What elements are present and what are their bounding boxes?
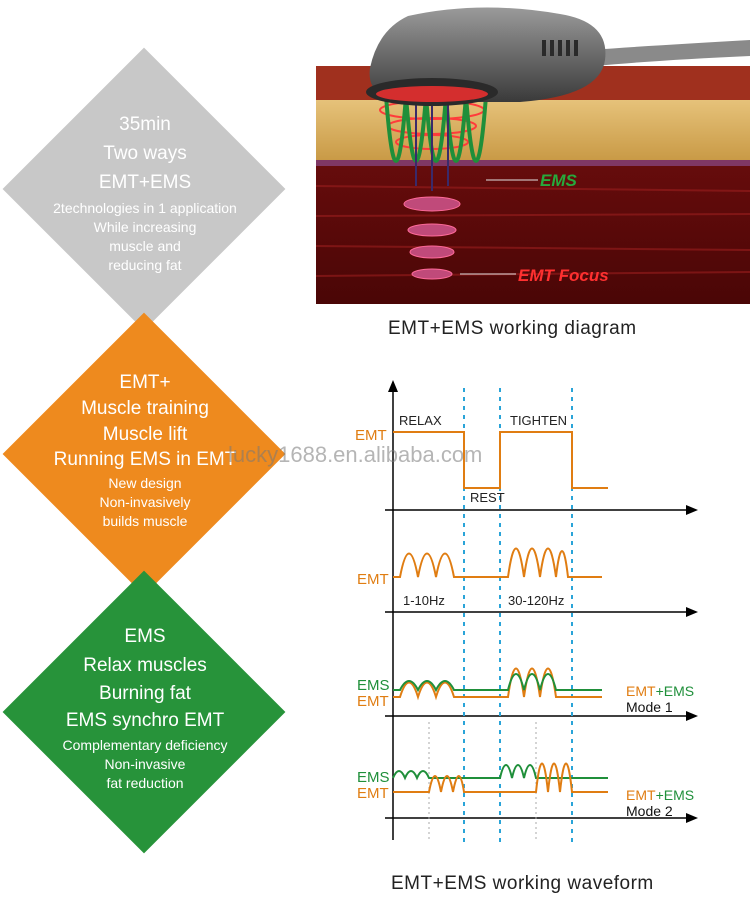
- mode2-ems-wave: [392, 764, 608, 781]
- freq-high-label: 30-120Hz: [508, 593, 564, 608]
- gray-line-7: reducing fat: [108, 256, 182, 273]
- orange-line-5: New design: [108, 475, 182, 492]
- green-line-5: Complementary deficiency: [62, 737, 228, 754]
- freq-low-label: 1-10Hz: [403, 593, 445, 608]
- emt-label-row3: EMT: [357, 693, 389, 710]
- emt-focus-label: EMT Focus: [518, 266, 609, 285]
- green-line-7: fat reduction: [106, 774, 184, 791]
- mode2-emt-wave: [393, 762, 608, 793]
- gray-line-2: Two ways: [103, 142, 187, 164]
- gray-line-1: 35min: [119, 114, 171, 135]
- gray-line-3: EMT+EMS: [98, 171, 192, 193]
- device-vents: [542, 40, 578, 56]
- green-line-2: Relax muscles: [83, 654, 207, 676]
- handpiece-device: [366, 7, 750, 106]
- muscle-fibers: [316, 185, 750, 277]
- orange-line-2: Muscle training: [81, 397, 209, 419]
- emt-label-row2: EMT: [357, 571, 389, 588]
- green-line-6: Non-invasive: [104, 755, 186, 772]
- emt-waves: [415, 96, 449, 191]
- mode1-combo-label: EMT+EMS: [626, 683, 694, 699]
- ems-label-row3: EMS: [357, 677, 390, 694]
- orange-line-4: Running EMS in EMT: [53, 449, 237, 471]
- green-line-4: EMS synchro EMT: [65, 710, 225, 732]
- gray-line-5: While increasing: [93, 219, 197, 236]
- rest-label: REST: [470, 490, 505, 505]
- fascia-line: [316, 160, 750, 166]
- y-axis-arrow: [388, 380, 398, 392]
- ems-wave: [384, 95, 488, 163]
- emt-label-row1: EMT: [355, 427, 387, 444]
- device-glow: [376, 86, 488, 102]
- green-line-1: EMS: [124, 626, 166, 647]
- waveform-caption: EMT+EMS working waveform: [391, 873, 654, 894]
- gray-line-6: muscle and: [109, 237, 181, 254]
- tighten-label: TIGHTEN: [510, 413, 567, 428]
- diagram-caption: EMT+EMS working diagram: [388, 318, 637, 339]
- orange-line-1: EMT+: [119, 372, 171, 393]
- ems-label-row4: EMS: [357, 769, 390, 786]
- watermark: lucky1688.en.alibaba.com: [228, 442, 483, 467]
- orange-diamond-text: EMT+ Muscle training Muscle lift Running…: [0, 372, 290, 530]
- emt-label-row4: EMT: [357, 785, 389, 802]
- mode2-label: Mode 2: [626, 803, 673, 819]
- emt-square-wave: [393, 431, 608, 489]
- gray-line-4: 2technologies in 1 application: [53, 200, 237, 217]
- time-axes: [385, 509, 690, 819]
- emt-focus-points: [403, 196, 461, 280]
- ems-label: EMS: [540, 171, 578, 190]
- orange-line-7: builds muscle: [102, 512, 188, 529]
- emt-high-freq-wave: [500, 547, 602, 578]
- gray-dividers: [428, 722, 537, 840]
- orange-line-3: Muscle lift: [102, 423, 188, 445]
- relax-label: RELAX: [399, 413, 442, 428]
- green-diamond-text: EMS Relax muscles Burning fat EMS synchr…: [0, 626, 290, 792]
- emt-low-freq-wave: [393, 552, 500, 578]
- orange-line-6: Non-invasively: [99, 493, 191, 510]
- device-cable: [590, 40, 750, 66]
- mode1-ems-wave: [393, 673, 602, 693]
- axis-arrows: [686, 505, 698, 823]
- green-line-3: Burning fat: [99, 682, 191, 704]
- mode1-label: Mode 1: [626, 699, 673, 715]
- gray-diamond-text: 35min Two ways EMT+EMS 2technologies in …: [0, 114, 290, 274]
- mode2-combo-label: EMT+EMS: [626, 787, 694, 803]
